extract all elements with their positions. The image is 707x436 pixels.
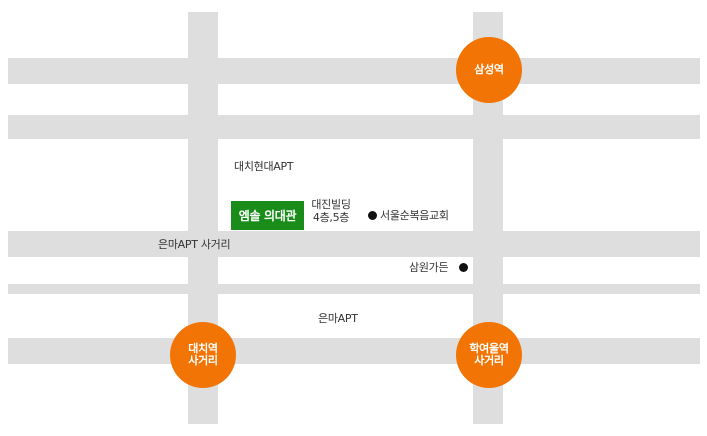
building-name: 대진빌딩: [311, 198, 351, 211]
landmark-samwon-garden: 삼원가든: [409, 261, 449, 274]
station-daechi-label-line1: 대치역: [188, 342, 218, 355]
station-daechi-intersection: 대치역 사거리: [170, 322, 236, 388]
station-hagyeoul-label-line1: 학여울역: [469, 342, 509, 355]
building-floors: 4층,5층: [312, 211, 350, 224]
landmark-eunma-apt: 은마APT: [318, 312, 358, 325]
station-daechi-label-line2: 사거리: [188, 354, 218, 367]
building-label: 대진빌딩 4층,5층: [307, 198, 355, 224]
destination-marker: 엠솔 의대관: [231, 201, 304, 230]
station-hagyeoul-label-line2: 사거리: [474, 354, 504, 367]
road-horizontal-middle: [8, 231, 700, 257]
landmark-eunma-apt-intersection: 은마APT 사거리: [158, 238, 231, 251]
station-samseong: 삼성역: [456, 37, 522, 103]
station-hagyeoul-intersection: 학여울역 사거리: [456, 322, 522, 388]
landmark-church: 서울순복음교회: [380, 209, 449, 222]
destination-label: 엠솔 의대관: [238, 209, 297, 223]
road-horizontal-top: [8, 58, 700, 84]
road-horizontal-lower: [8, 284, 700, 294]
church-marker-icon: [368, 211, 377, 220]
station-samseong-label: 삼성역: [474, 63, 504, 76]
road-horizontal-bottom: [8, 338, 700, 364]
samwon-garden-marker-icon: [459, 263, 468, 272]
road-horizontal-second: [8, 115, 700, 139]
landmark-daechi-hyundai-apt: 대치현대APT: [234, 160, 294, 173]
